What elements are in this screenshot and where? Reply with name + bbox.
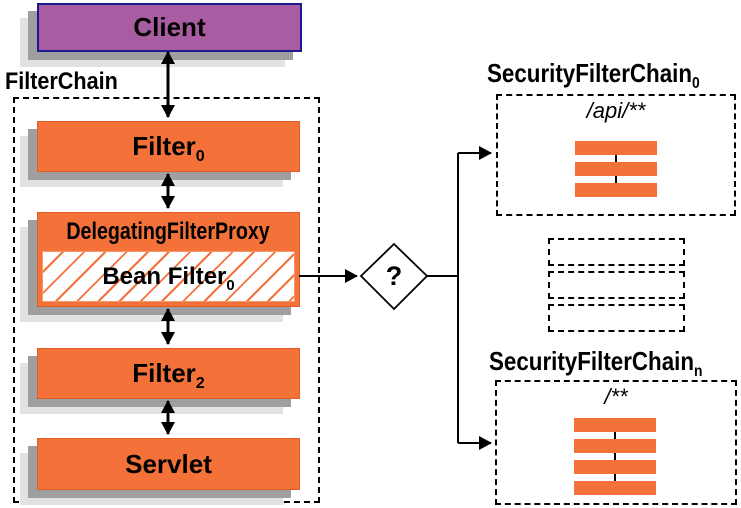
ellipsis-box: [548, 238, 685, 266]
security-filter-chain-n-title: SecurityFilterChainn: [489, 346, 703, 381]
url-pattern-root: /**: [604, 384, 628, 409]
filter-bar: [575, 183, 657, 197]
servlet-box: Servlet: [37, 438, 300, 490]
client-label: Client: [133, 12, 206, 42]
filter-bars: [575, 141, 657, 204]
filter-chain-title-text: FilterChain: [5, 68, 118, 95]
delegating-filter-proxy-label: DelegatingFilterProxy: [66, 218, 271, 245]
filter-bar: [574, 481, 656, 495]
ellipsis-box: [548, 271, 685, 299]
decision-question-mark: ?: [385, 260, 403, 291]
filter-bar: [575, 141, 657, 155]
more-chains-placeholder: [548, 238, 685, 337]
servlet-label: Servlet: [125, 448, 212, 479]
filter-bar: [575, 162, 657, 176]
security-filter-chain-0-box: /api/**: [496, 94, 736, 216]
filter-bars: [574, 418, 656, 502]
ellipsis-box: [548, 304, 685, 332]
filter-bar: [574, 439, 656, 453]
filter-bar-connector: [614, 425, 616, 489]
filter2-label: Filter2: [132, 358, 205, 393]
delegating-filter-proxy-box: DelegatingFilterProxy Bean Filter0: [37, 212, 300, 307]
filter0-box: Filter0: [37, 121, 300, 172]
filter-chain-title: FilterChain: [5, 68, 118, 95]
filter0-label: Filter0: [132, 131, 205, 166]
filter-bar: [574, 460, 656, 474]
bean-filter-label: Bean Filter0: [102, 262, 235, 294]
filter-bar: [574, 418, 656, 432]
security-filter-chain-0-title: SecurityFilterChain0: [487, 58, 700, 93]
security-filter-chain-n-box: /**: [495, 380, 737, 505]
client-box: Client: [37, 3, 302, 52]
bean-filter-box: Bean Filter0: [42, 251, 295, 302]
filter2-box: Filter2: [37, 348, 300, 399]
url-pattern-api: /api/**: [586, 98, 646, 123]
